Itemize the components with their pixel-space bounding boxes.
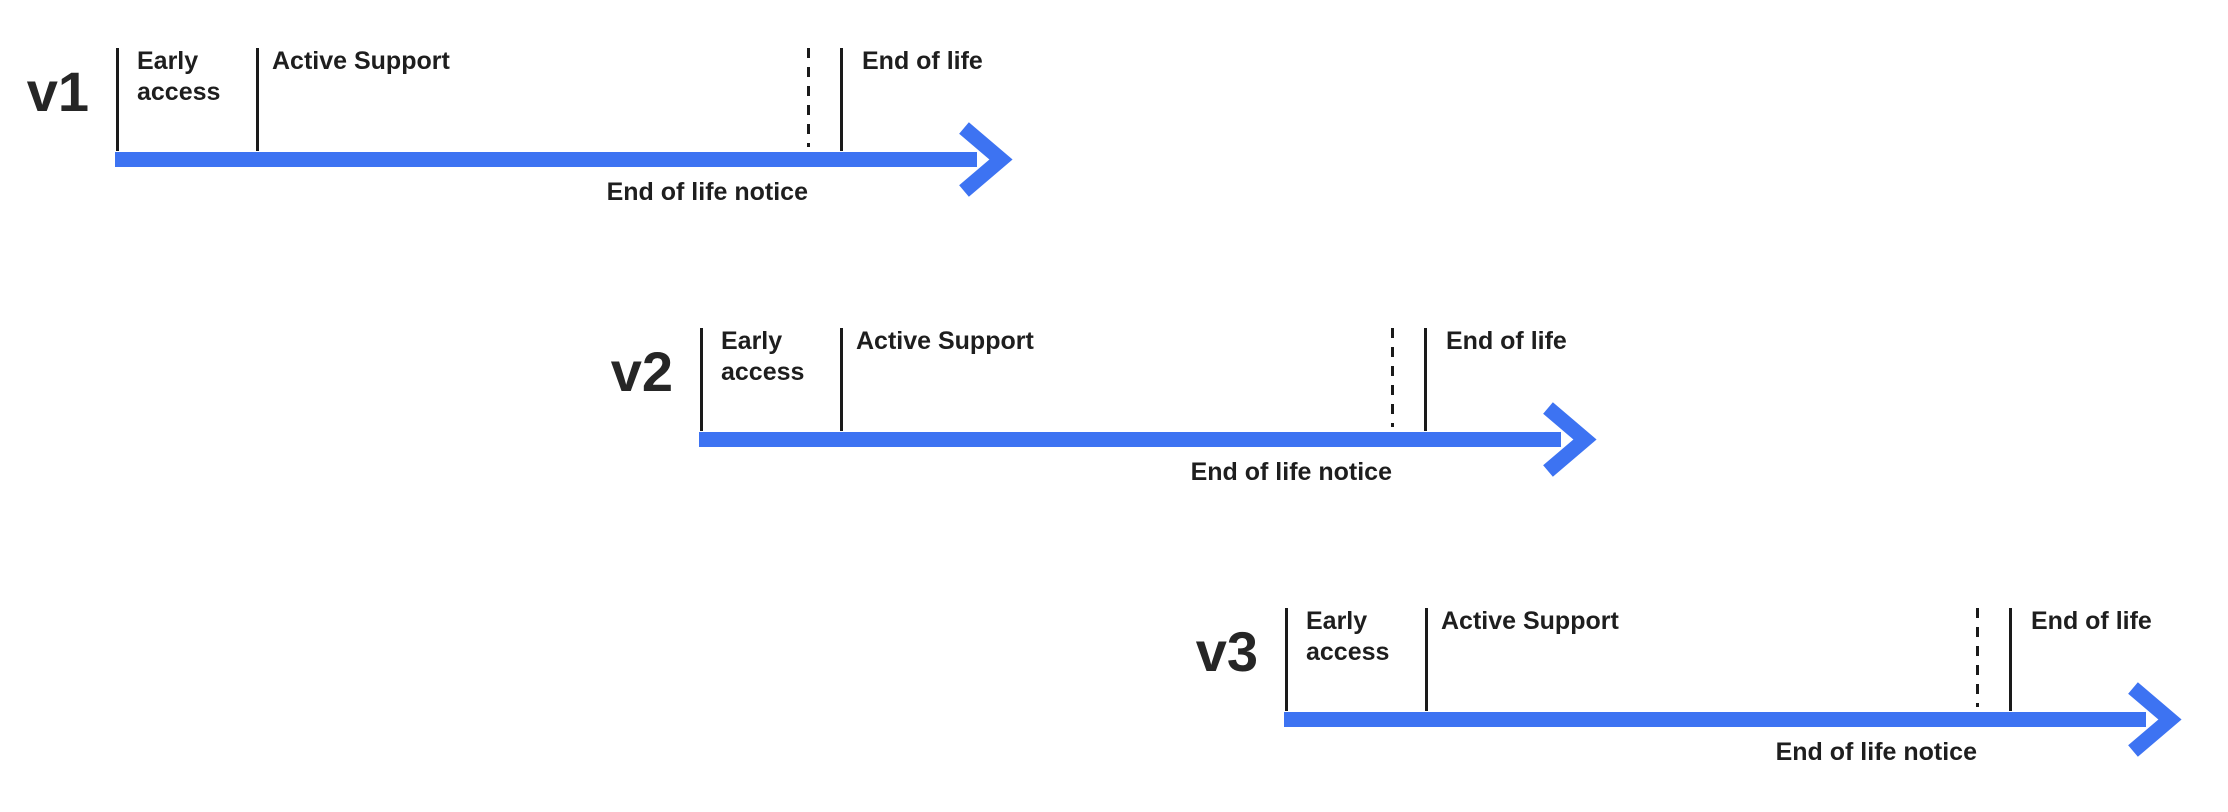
timeline-row-v2: v2 Early access Active Support End of li…	[611, 327, 1613, 500]
active-support-start-tick	[1425, 608, 1428, 711]
early-access-label: Early access	[1306, 607, 1390, 666]
eol-notice-dashed-line	[1976, 608, 1979, 707]
end-of-life-label: End of life	[862, 47, 983, 75]
end-of-life-notice-label: End of life notice	[1190, 458, 1392, 486]
end-of-life-tick	[2009, 608, 2012, 711]
timeline-start-tick	[116, 48, 119, 151]
end-of-life-notice-label: End of life notice	[606, 178, 808, 206]
timeline-start-tick	[700, 328, 703, 431]
version-label: v2	[610, 340, 673, 403]
timeline-arrow	[115, 122, 1013, 197]
end-of-life-tick	[1424, 328, 1427, 431]
end-of-life-tick	[840, 48, 843, 151]
early-access-label: Early access	[721, 327, 805, 386]
eol-notice-dashed-line	[1391, 328, 1394, 427]
active-support-start-tick	[256, 48, 259, 151]
eol-notice-dashed-line	[807, 48, 810, 147]
timeline-arrow	[1284, 682, 2182, 757]
end-of-life-label: End of life	[2031, 607, 2152, 635]
end-of-life-label: End of life	[1446, 327, 1567, 355]
active-support-start-tick	[840, 328, 843, 431]
version-label: v1	[26, 60, 89, 123]
active-support-label: Active Support	[1441, 607, 1619, 635]
active-support-label: Active Support	[856, 327, 1034, 355]
timeline-row-v3: v3 Early access Active Support End of li…	[1196, 607, 2198, 780]
timeline-arrow	[699, 402, 1597, 477]
active-support-label: Active Support	[272, 47, 450, 75]
end-of-life-notice-label: End of life notice	[1775, 738, 1977, 766]
timeline-start-tick	[1285, 608, 1288, 711]
version-label: v3	[1195, 620, 1258, 683]
early-access-label: Early access	[137, 47, 221, 106]
timeline-row-v1: v1 Early access Active Support End of li…	[27, 47, 1029, 220]
